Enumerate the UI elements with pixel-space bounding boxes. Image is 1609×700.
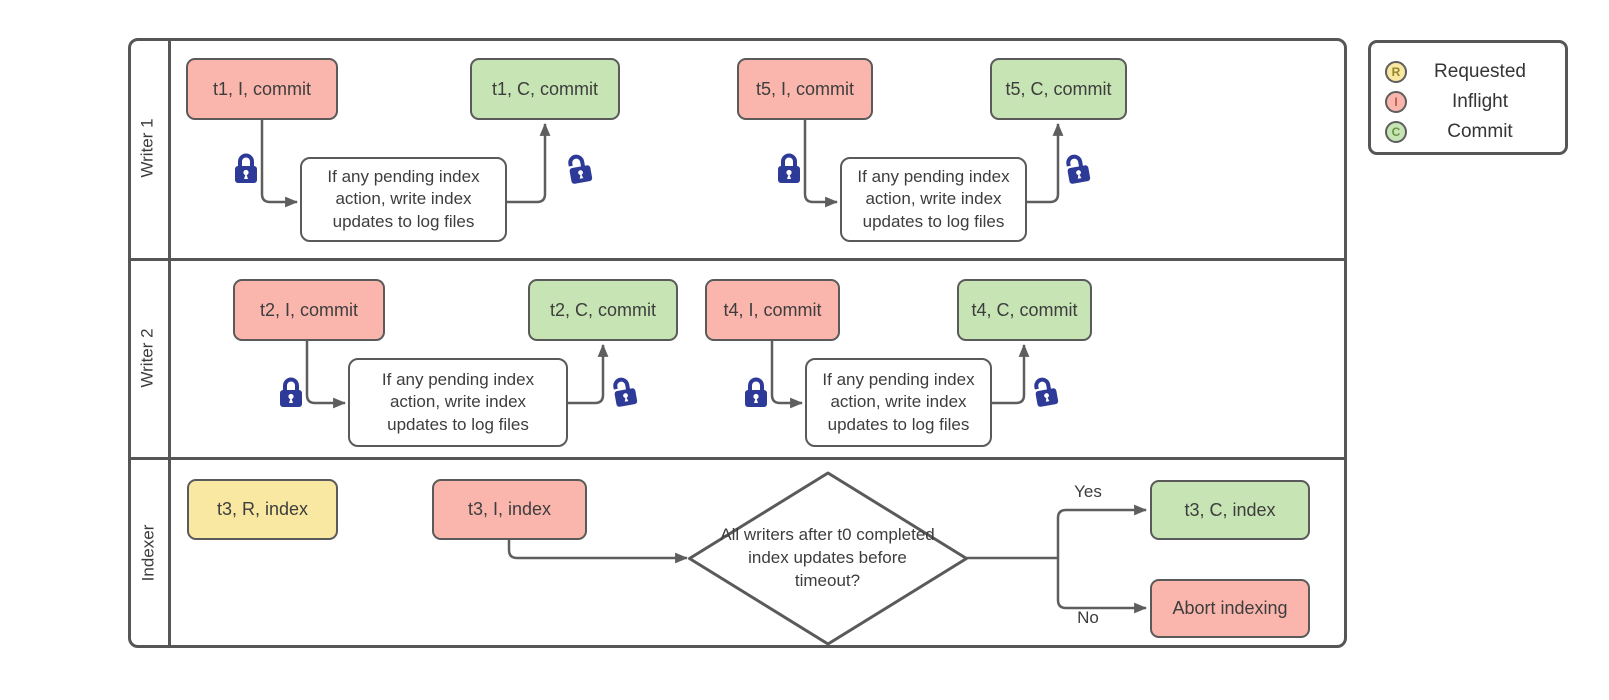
lock-icon: [743, 376, 769, 415]
lane-divider-1: [128, 258, 1347, 261]
node-t2-inflight: t2, I, commit: [233, 279, 385, 341]
node-t3-requested: t3, R, index: [187, 479, 338, 540]
node-t5-inflight: t5, I, commit: [737, 58, 873, 120]
lane-label-indexer: Indexer: [138, 524, 158, 581]
node-t4-commit: t4, C, commit: [957, 279, 1092, 341]
node-t1-commit: t1, C, commit: [470, 58, 620, 120]
node-process-w1b: If any pending index action, write index…: [840, 157, 1027, 242]
lock-icon: [278, 376, 304, 415]
legend-label-requested: Requested: [1434, 61, 1526, 82]
node-t2-commit: t2, C, commit: [528, 279, 678, 341]
requested-badge-icon: R: [1385, 61, 1407, 83]
legend: R Requested I Inflight C Commit: [1368, 40, 1568, 155]
node-t3-inflight: t3, I, index: [432, 479, 587, 540]
node-t3-commit: t3, C, index: [1150, 480, 1310, 540]
node-t5-commit: t5, C, commit: [990, 58, 1127, 120]
unlock-icon: [561, 151, 595, 194]
lock-icon: [776, 152, 802, 191]
lane-label-writer-2: Writer 2: [138, 327, 158, 388]
lock-icon: [233, 152, 259, 191]
decision-text: All writers after t0 completed index upd…: [720, 525, 935, 590]
legend-item-requested: R Requested: [1385, 57, 1553, 87]
node-abort-indexing: Abort indexing: [1150, 579, 1310, 638]
lane-label-writer-1: Writer 1: [138, 118, 158, 178]
unlock-icon: [1059, 151, 1093, 194]
inflight-badge-icon: I: [1385, 91, 1407, 113]
node-process-w2a: If any pending index action, write index…: [348, 358, 568, 447]
node-process-w2b: If any pending index action, write index…: [805, 358, 992, 447]
node-process-w1a: If any pending index action, write index…: [300, 157, 507, 242]
lane-label-divider: [168, 38, 171, 648]
node-t4-inflight: t4, I, commit: [705, 279, 840, 341]
unlock-icon: [1027, 374, 1061, 417]
unlock-icon: [606, 374, 640, 417]
legend-label-inflight: Inflight: [1452, 91, 1508, 112]
commit-badge-icon: C: [1385, 121, 1407, 143]
legend-item-inflight: I Inflight: [1385, 87, 1553, 117]
legend-item-commit: C Commit: [1385, 117, 1553, 147]
lane-divider-2: [128, 457, 1347, 460]
legend-label-commit: Commit: [1447, 121, 1513, 142]
edge-label-no: No: [1077, 608, 1099, 627]
edge-label-yes: Yes: [1074, 482, 1102, 501]
node-t1-inflight: t1, I, commit: [186, 58, 338, 120]
